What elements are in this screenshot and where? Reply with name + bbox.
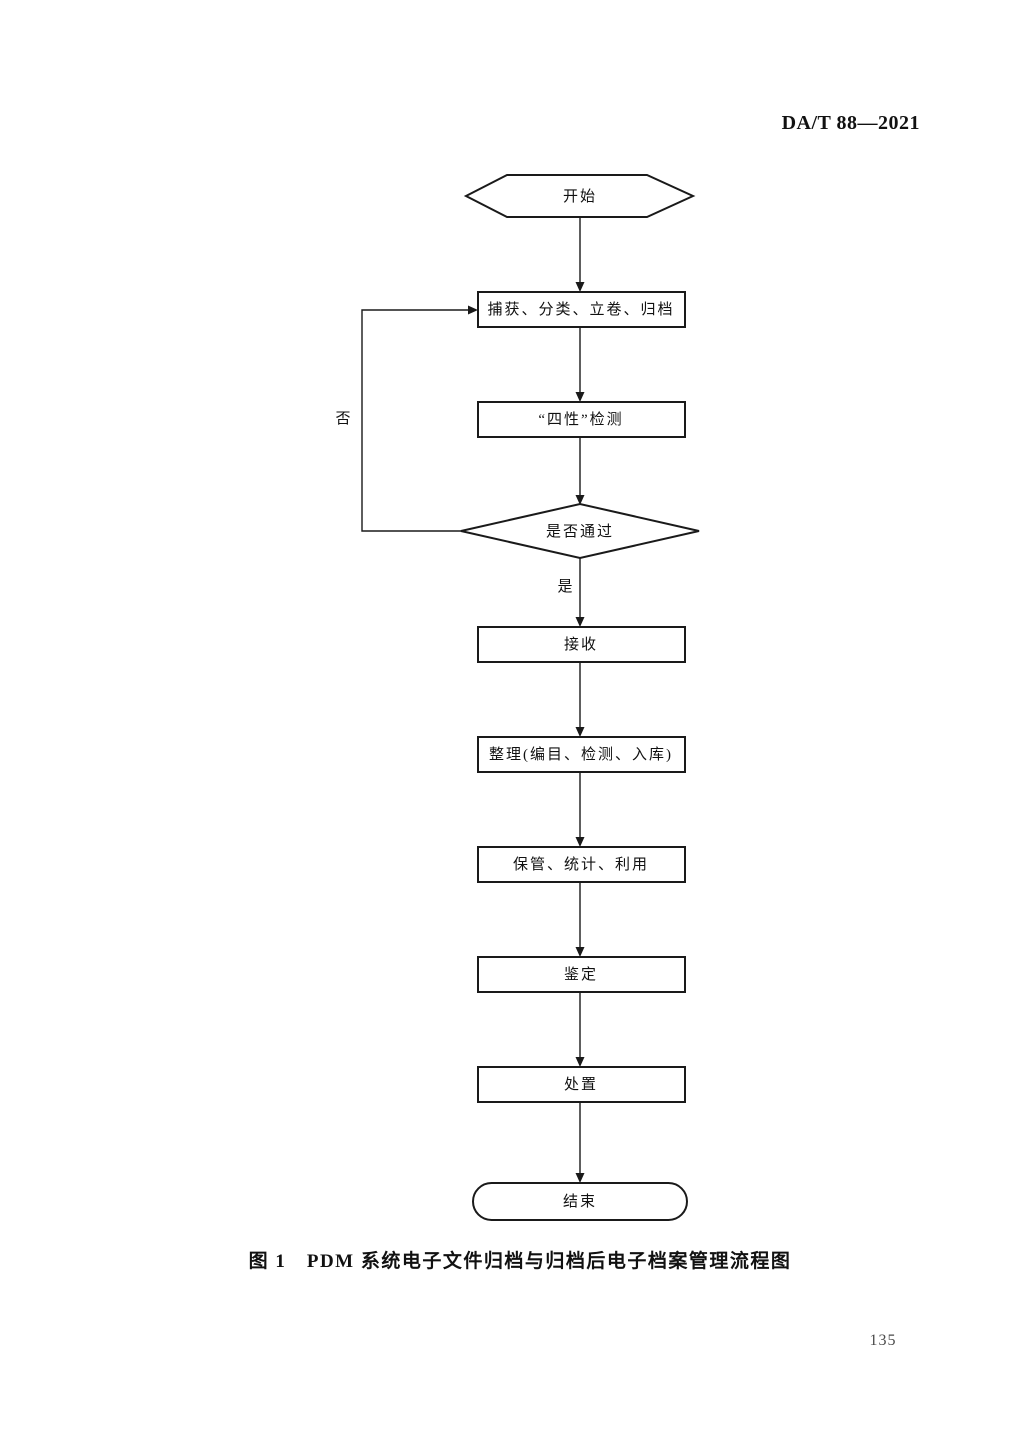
- arrowhead-no-loop: [468, 305, 478, 315]
- disposal-node-shape: [477, 1066, 686, 1103]
- arrowhead-receive: [575, 617, 585, 627]
- pass-decision-node-label: 是否通过: [546, 523, 614, 540]
- connector-no-loop: [361, 309, 476, 532]
- disposal-node-label: 处置: [564, 1076, 598, 1093]
- four-quality-check-node-label: “四性”检测: [538, 411, 623, 428]
- arrowhead-storage: [575, 837, 585, 847]
- capture-node-shape: [477, 291, 686, 328]
- page-number: 135: [869, 1332, 897, 1349]
- organize-node-shape: [477, 736, 686, 773]
- end-node-shape: [472, 1182, 688, 1221]
- arrowhead-decision: [575, 495, 585, 505]
- appraisal-node-shape: [477, 956, 686, 993]
- arrowhead-organize: [575, 727, 585, 737]
- arrowhead-disposal: [575, 1057, 585, 1067]
- organize-node-label: 整理(编目、检测、入库): [489, 746, 673, 763]
- start-node-shape: [463, 174, 696, 218]
- no-edge-label: 否: [335, 411, 350, 427]
- end-node-label: 结束: [563, 1193, 597, 1210]
- receive-node-shape: [477, 626, 686, 663]
- receive-node-label: 接收: [564, 636, 598, 653]
- arrowhead-appraisal: [575, 947, 585, 957]
- four-quality-check-node-shape: [477, 401, 686, 438]
- appraisal-node-label: 鉴定: [564, 966, 598, 983]
- storage-node-label: 保管、统计、利用: [513, 856, 649, 873]
- standard-code-header: DA/T 88—2021: [781, 112, 920, 134]
- storage-node-shape: [477, 846, 686, 883]
- start-node-label: 开始: [563, 188, 597, 205]
- figure-caption: 图 1 PDM 系统电子文件归档与归档后电子档案管理流程图: [248, 1251, 792, 1272]
- arrowhead-capture: [575, 282, 585, 292]
- arrowhead-end: [575, 1173, 585, 1183]
- yes-edge-label: 是: [557, 579, 572, 595]
- capture-node-label: 捕获、分类、立卷、归档: [487, 301, 674, 318]
- arrowhead-check: [575, 392, 585, 402]
- pass-decision-node-shape: [460, 502, 700, 560]
